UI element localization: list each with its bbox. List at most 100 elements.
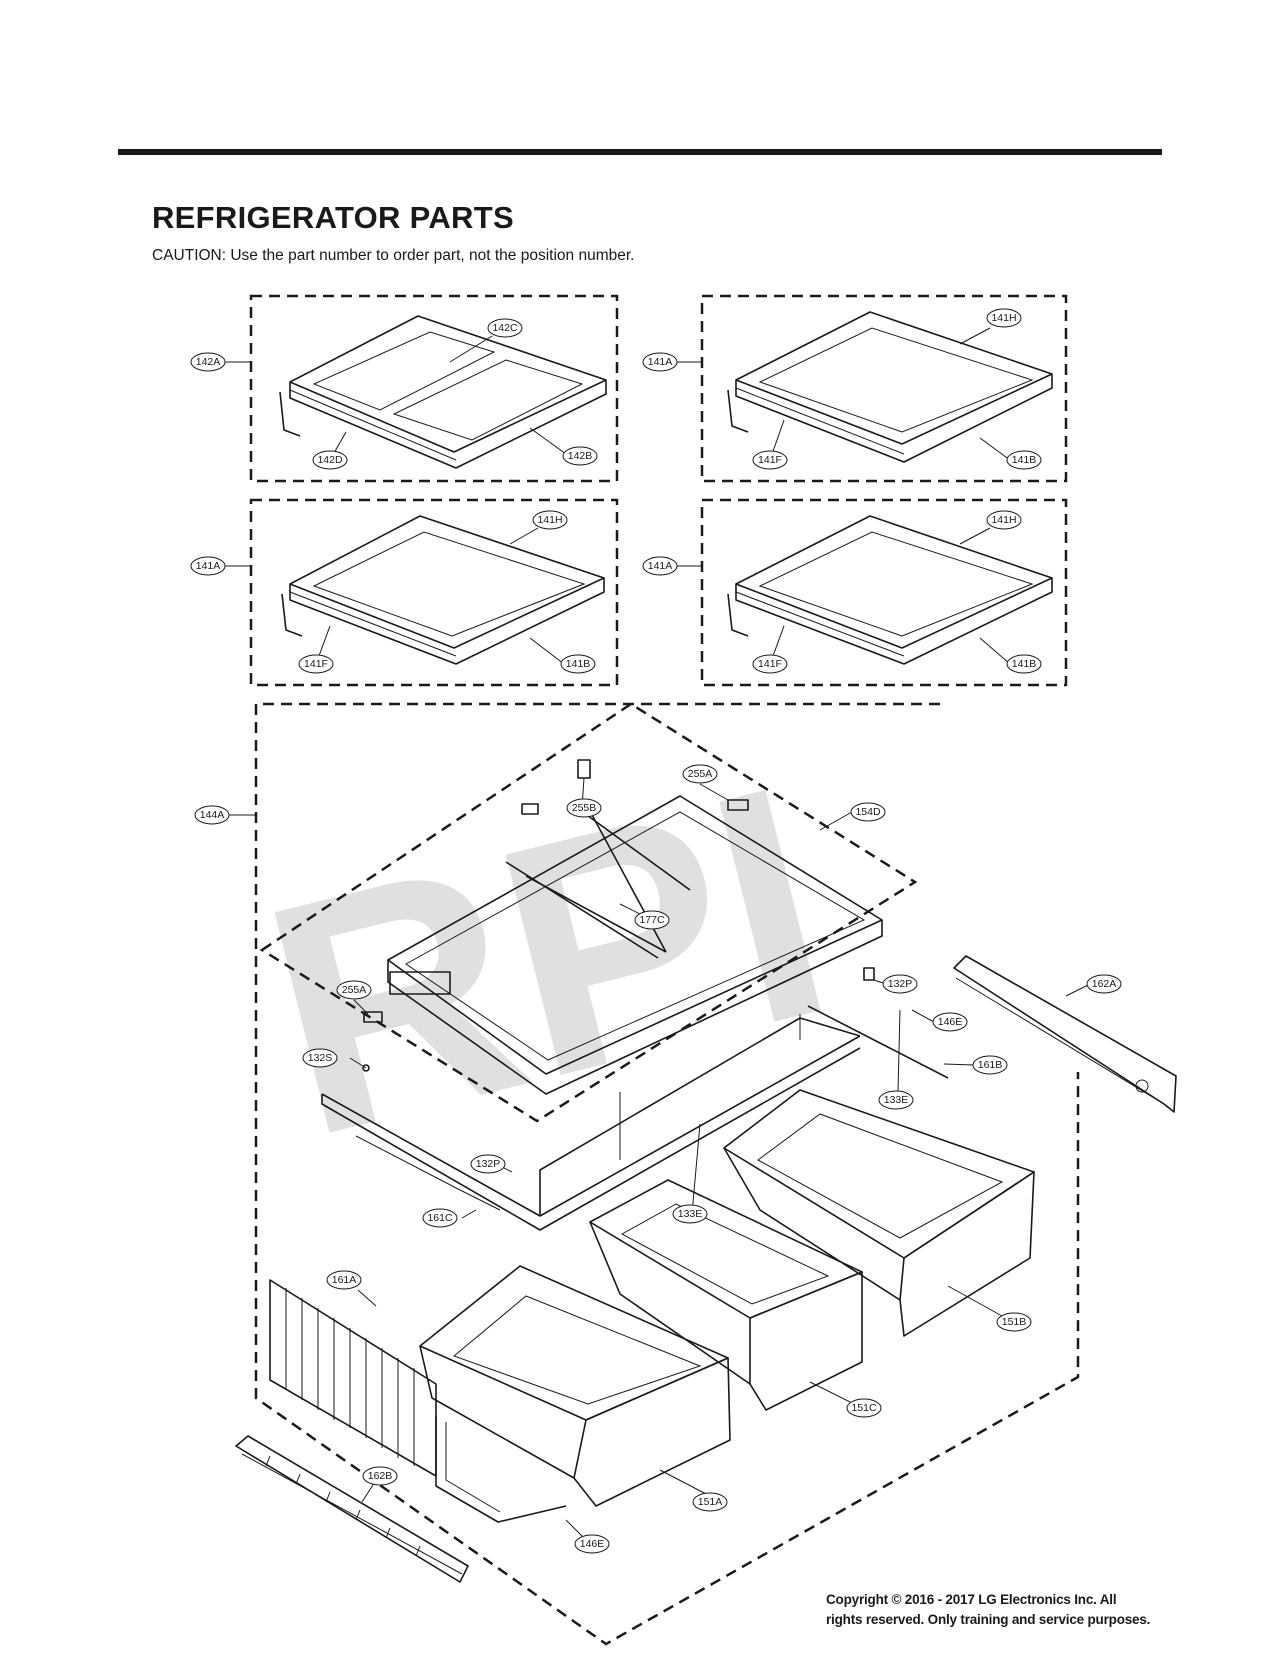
svg-text:255A: 255A [342,984,367,996]
svg-text:141B: 141B [566,658,591,670]
drawer-151b [723,1089,1035,1337]
svg-text:141B: 141B [1012,658,1037,670]
callout-132s: 132S [302,1048,338,1068]
clip-255b-b [521,803,539,815]
screw-132s [362,1064,370,1072]
callout-141a: 141A [190,556,226,576]
drawer-151a [419,1265,731,1507]
callout-141b: 141B [560,654,596,674]
callout-177c: 177C [634,910,670,930]
callout-151c: 151C [846,1398,882,1418]
shelf-141a-middle-right [727,515,1053,665]
svg-text:132P: 132P [476,1158,501,1170]
svg-text:133E: 133E [884,1094,909,1106]
rail-162a [953,955,1177,1113]
callouts: 142A 142C 142D 142B 141A 141H 141F 141B 141A 141H… [190,308,1122,1554]
callout-146e: 146E [574,1534,610,1554]
callout-162b: 162B [362,1466,398,1486]
svg-text:144A: 144A [200,809,225,821]
crisper-frame [321,1005,949,1231]
callout-146e: 146E [932,1012,968,1032]
callout-142b: 142B [562,446,598,466]
callout-141f: 141F [298,654,334,674]
copyright-line-2: rights reserved. Only training and servi… [826,1612,1151,1627]
callout-151b: 151B [996,1312,1032,1332]
svg-text:161C: 161C [427,1212,453,1224]
callout-161a: 161A [326,1270,362,1290]
shelf-group-box-141a-1 [700,294,1068,483]
svg-text:151B: 151B [1002,1316,1027,1328]
svg-text:142D: 142D [317,454,343,466]
callout-142d: 142D [312,450,348,470]
callout-141b: 141B [1006,654,1042,674]
callout-141h: 141H [986,308,1022,328]
callout-154d: 154D [850,802,886,822]
callout-161b: 161B [972,1055,1008,1075]
callout-161c: 161C [422,1208,458,1228]
caution-note: CAUTION: Use the part number to order pa… [152,247,635,264]
clip-255a-left [363,1011,383,1023]
clip-255a-top [727,799,749,811]
svg-text:141H: 141H [537,514,562,526]
svg-text:132S: 132S [308,1052,333,1064]
svg-text:132P: 132P [888,978,913,990]
svg-text:161B: 161B [978,1059,1003,1071]
svg-text:151C: 151C [851,1402,877,1414]
callout-162a: 162A [1086,974,1122,994]
copyright-line-1: Copyright © 2016 - 2017 LG Electronics I… [826,1592,1117,1607]
svg-text:141F: 141F [758,454,782,466]
svg-text:141A: 141A [648,560,673,572]
svg-text:255A: 255A [688,768,713,780]
cover-subassembly-box [259,702,918,1123]
shelf-group-box-142a [249,294,619,483]
svg-text:142C: 142C [492,322,518,334]
svg-text:141H: 141H [991,312,1016,324]
svg-text:146E: 146E [938,1016,963,1028]
drawer-151c [589,1179,863,1411]
callout-142c: 142C [487,318,523,338]
rail-162b [235,1435,469,1583]
svg-text:142B: 142B [568,450,593,462]
page-title: REFRIGERATOR PARTS [152,200,514,235]
shelf-142a [279,315,607,469]
stopper-132p-top [863,967,875,981]
svg-text:141F: 141F [304,658,328,670]
shelf-141a-middle-left [281,515,605,665]
header-rule [118,149,1162,155]
callout-141h: 141H [532,510,568,530]
svg-text:177C: 177C [639,914,665,926]
shelf-group-box-141a-2 [249,498,619,687]
callout-141a: 141A [642,352,678,372]
svg-text:151A: 151A [698,1496,723,1508]
grille-161a [269,1279,437,1477]
callout-141a: 141A [642,556,678,576]
callout-133e: 133E [878,1090,914,1110]
svg-text:141H: 141H [991,514,1016,526]
lower-tray [435,1416,567,1523]
callout-142a: 142A [190,352,226,372]
callout-255b: 255B [566,798,602,818]
callout-141b: 141B [1006,450,1042,470]
svg-text:141A: 141A [196,560,221,572]
svg-text:142A: 142A [196,356,221,368]
svg-text:146E: 146E [580,1538,605,1550]
svg-text:162B: 162B [368,1470,393,1482]
svg-text:141F: 141F [758,658,782,670]
callout-141f: 141F [752,654,788,674]
callout-141h: 141H [986,510,1022,530]
copyright-notice: Copyright © 2016 - 2017 LG Electronics I… [826,1590,1150,1630]
callout-255a: 255A [336,980,372,1000]
svg-text:133E: 133E [678,1208,703,1220]
svg-text:162A: 162A [1092,978,1117,990]
crisper-assembly-box [254,702,1080,1646]
svg-text:154D: 154D [855,806,881,818]
shelf-141a-top-right [727,311,1053,463]
leader-lines [222,327,1091,1543]
crisper-cover-154d [387,795,883,1095]
callout-151a: 151A [692,1492,728,1512]
callout-144a: 144A [194,805,230,825]
callout-132p: 132P [470,1154,506,1174]
callout-133e: 133E [672,1204,708,1224]
shelf-group-box-141a-3 [700,498,1068,687]
